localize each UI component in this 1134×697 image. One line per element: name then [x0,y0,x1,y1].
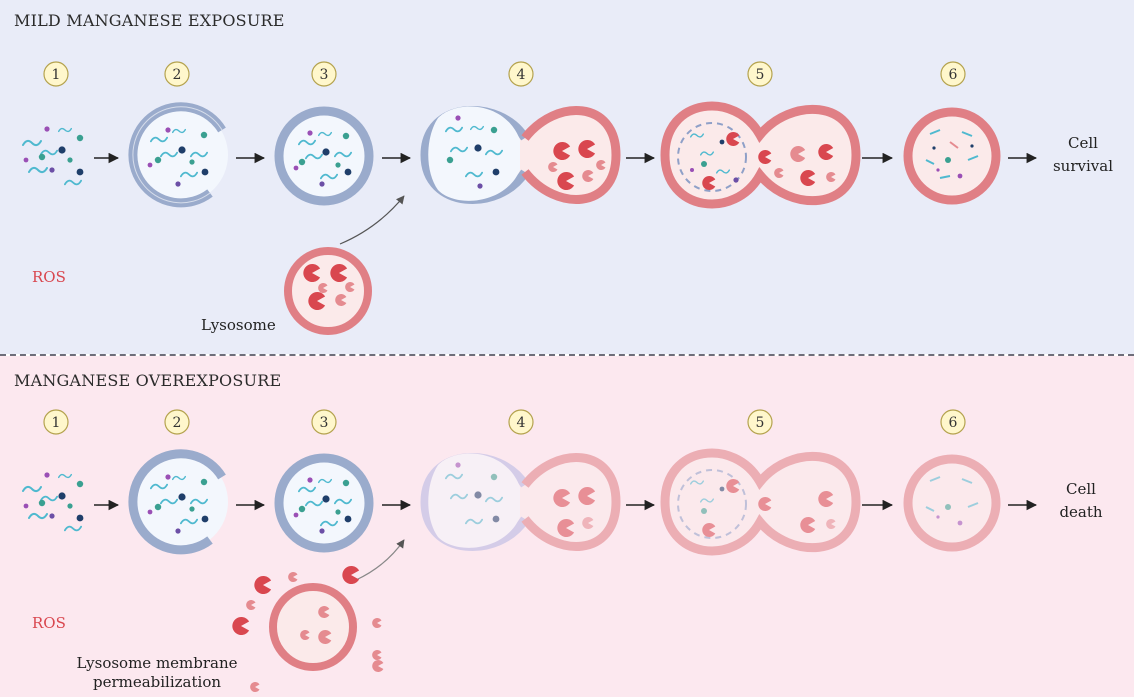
phagophore [128,449,228,555]
step-number-badge: 1 [43,61,69,87]
bottom-row-step-badges: 1 2 3 4 5 6 [43,409,966,435]
failed-degradation [903,454,1001,552]
step-badge-label: 1 [52,67,61,83]
label-line: permeabilization [92,673,222,691]
ros-label: ROS [32,614,66,632]
label-line: Lysosome membrane [76,654,238,672]
top-row-step-badges: 1 2 3 4 5 6 [43,61,966,87]
step-badge-label: 5 [756,67,765,83]
step-number-badge: 3 [311,409,337,435]
step-badge-label: 6 [949,67,958,83]
autophagosome [274,106,374,206]
cytoplasmic-cargo [22,472,84,532]
step-number-badge: 2 [164,409,190,435]
overexposure-title: MANGANESE OVEREXPOSURE [14,371,282,390]
step-badge-label: 1 [52,415,61,431]
curved-arrow-icon [339,195,405,245]
curved-arrow-icon [355,539,405,581]
step-badge-label: 6 [949,415,958,431]
step-number-badge: 2 [164,61,190,87]
lysosome [284,247,372,335]
step-badge-label: 2 [173,415,182,431]
ros-label: ROS [32,268,66,286]
step-number-badge: 4 [508,409,534,435]
lysosome-permeabilization-label: Lysosome membrane permeabilization [64,654,250,692]
step-number-badge: 1 [43,409,69,435]
autophagosome [274,453,374,553]
impaired-fusion [420,453,621,551]
outcome-line: death [1059,503,1103,521]
degraded-autolysosome [903,107,1001,205]
step-number-badge: 3 [311,61,337,87]
step-number-badge: 5 [747,61,773,87]
outcome-line: survival [1052,157,1113,175]
step-number-badge: 5 [747,409,773,435]
step-number-badge: 6 [940,61,966,87]
step-badge-label: 2 [173,67,182,83]
step-badge-label: 3 [320,415,329,431]
step-badge-label: 4 [517,67,526,83]
impaired-autolysosome [660,448,861,556]
autolysosome [660,101,861,209]
outcome-label: Cell death [1036,478,1126,524]
step-number-badge: 4 [508,61,534,87]
mild-exposure-title: MILD MANGANESE EXPOSURE [14,11,285,30]
cytoplasmic-cargo [22,126,84,186]
step-number-badge: 6 [940,409,966,435]
step-badge-label: 4 [517,415,526,431]
step-badge-label: 3 [320,67,329,83]
lysosome-label: Lysosome [201,316,276,334]
outcome-line: Cell [1068,134,1098,152]
panel-divider [0,354,1134,356]
step-badge-label: 5 [756,415,765,431]
outcome-line: Cell [1066,480,1096,498]
outcome-label: Cell survival [1038,132,1128,178]
phagophore [128,102,228,208]
fusing-autophagosome-lysosome [420,106,621,204]
permeabilized-lysosome [232,566,384,692]
